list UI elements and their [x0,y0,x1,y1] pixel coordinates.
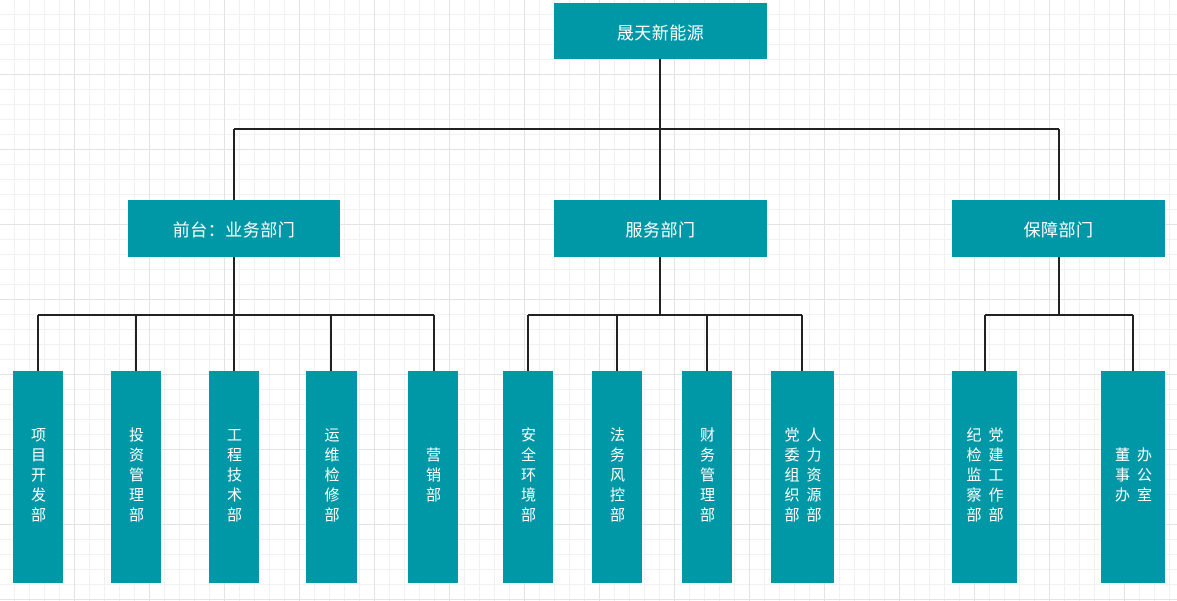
group-node-service[interactable]: 服务部门 [554,200,767,257]
group-node-support[interactable]: 保障部门 [952,200,1165,257]
dept-node-label: 办公室 [1135,447,1153,507]
dept-node-label: 法务风控部 [608,427,626,527]
group-node-label: 前台：业务部门 [172,221,296,241]
dept-node-label: 纪检监察部 [964,427,983,527]
dept-node-safety-environment[interactable]: 安全环境部 [503,371,553,583]
group-node-label: 保障部门 [1023,221,1094,241]
dept-node-label: 党建工作部 [986,427,1005,527]
dept-node-project-development[interactable]: 项目开发部 [13,371,63,583]
group-node-label: 服务部门 [625,221,696,241]
dept-node-label: 财务管理部 [698,427,716,527]
dept-node-label: 投资管理部 [127,427,145,527]
dept-node-party-committee-hr[interactable]: 党委组织部 人力资源部 [771,371,834,583]
dept-node-label: 人力资源部 [804,427,823,527]
dept-node-operations-maintenance[interactable]: 运维检修部 [306,371,357,583]
dept-node-label: 安全环境部 [519,427,537,527]
dept-node-discipline-party-building[interactable]: 纪检监察部 党建工作部 [952,371,1017,583]
dept-node-label: 项目开发部 [29,427,47,527]
dept-node-label: 董事办 [1113,447,1131,507]
dept-node-label: 工程技术部 [225,427,243,527]
dept-node-label: 运维检修部 [322,427,341,527]
dept-node-finance[interactable]: 财务管理部 [682,371,732,583]
dept-node-legal-risk[interactable]: 法务风控部 [592,371,642,583]
dept-node-label: 党委组织部 [782,427,801,527]
root-node-label: 晟天新能源 [616,23,705,44]
dept-node-engineering[interactable]: 工程技术部 [209,371,259,583]
dept-node-board-office[interactable]: 董事办 办公室 [1101,371,1165,583]
dept-node-investment-management[interactable]: 投资管理部 [111,371,161,583]
dept-node-label: 营销部 [424,447,442,507]
group-node-front[interactable]: 前台：业务部门 [128,200,340,257]
root-node[interactable]: 晟天新能源 [554,3,767,59]
dept-node-marketing[interactable]: 营销部 [408,371,458,583]
